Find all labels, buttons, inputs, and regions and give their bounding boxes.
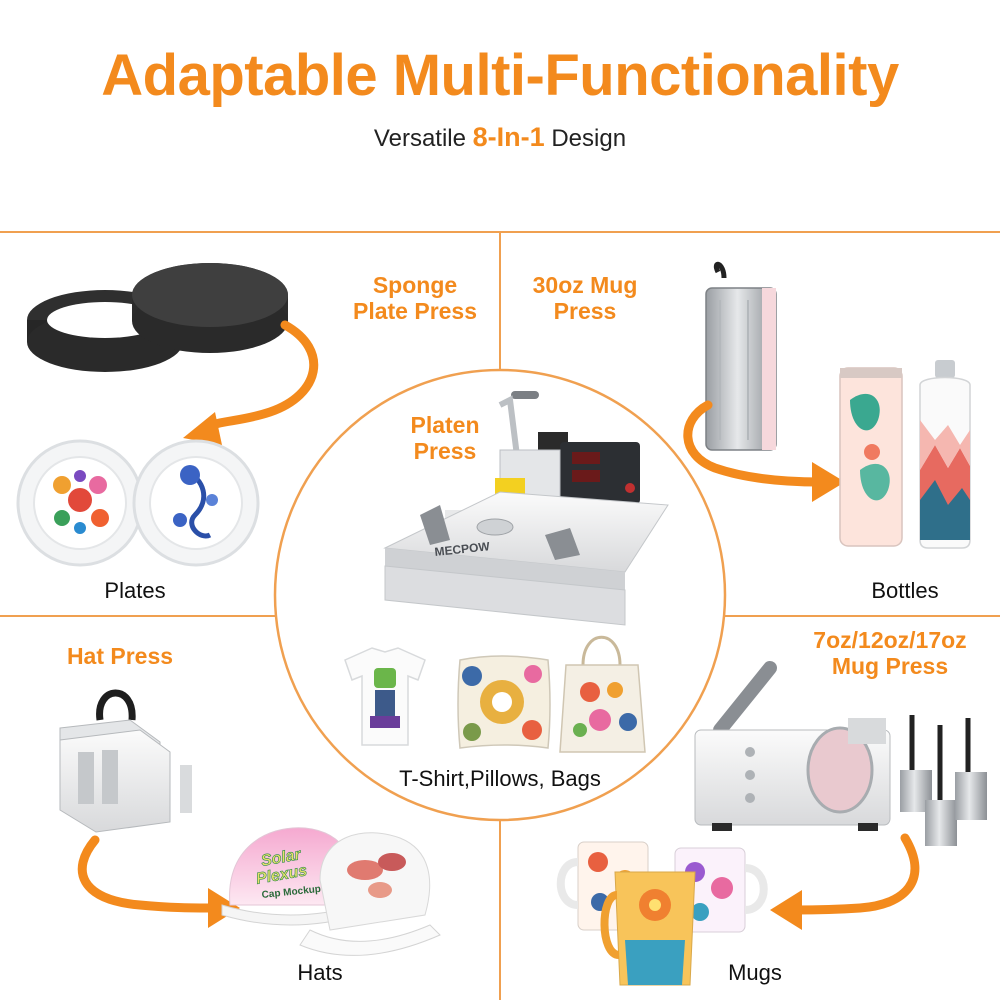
mug-press-30oz-line2: Press xyxy=(553,298,617,324)
pillow-image xyxy=(457,655,551,749)
hats-image xyxy=(221,827,441,956)
press-brand-text: MECPOW xyxy=(434,539,491,559)
sponge-plate-press-line1: Sponge xyxy=(372,272,458,298)
mugs-image xyxy=(556,841,768,986)
mug-press-small-line2: Mug Press xyxy=(831,653,949,679)
sponge-plate-press-line2: Plate Press xyxy=(352,298,478,324)
bottles-label: Bottles xyxy=(871,578,939,603)
subtitle-pre: Versatile xyxy=(373,125,466,152)
sponge-rings-image xyxy=(27,263,288,372)
subtitle-highlight: 8-In-1 xyxy=(472,122,545,152)
mug-press-30oz-label: 30oz Mug Press xyxy=(515,272,655,324)
mug-press-small-line1: 7oz/12oz/17oz xyxy=(813,627,967,653)
platen-press-label: Platen Press xyxy=(385,412,505,464)
plates-image xyxy=(16,439,260,567)
subtitle-post: Design xyxy=(551,125,627,152)
hats-label: Hats xyxy=(297,960,343,985)
hat-press-label: Hat Press xyxy=(66,643,174,669)
tote-bag-image xyxy=(559,635,646,753)
mugs-label: Mugs xyxy=(728,960,782,985)
mug-press-30oz-image xyxy=(705,261,777,451)
mug-press-small-label: 7oz/12oz/17oz Mug Press xyxy=(790,627,990,679)
platen-press-image: MECPOW xyxy=(383,391,669,626)
mug-press-small-image xyxy=(694,661,987,846)
tshirt-image xyxy=(344,647,426,746)
bottles-image xyxy=(839,360,971,549)
mug-press-30oz-line1: 30oz Mug xyxy=(532,272,638,298)
platen-products-label: T-Shirt,Pillows, Bags xyxy=(399,766,601,791)
platen-press-line2: Press xyxy=(413,438,477,464)
sponge-plate-press-label: Sponge Plate Press xyxy=(340,272,490,324)
page-title: Adaptable Multi-Functionality xyxy=(101,43,899,108)
page-subtitle: Versatile 8-In-1 Design xyxy=(0,122,1000,153)
hat-press-image xyxy=(59,689,192,833)
plates-label: Plates xyxy=(104,578,166,603)
platen-press-line1: Platen xyxy=(410,412,480,438)
